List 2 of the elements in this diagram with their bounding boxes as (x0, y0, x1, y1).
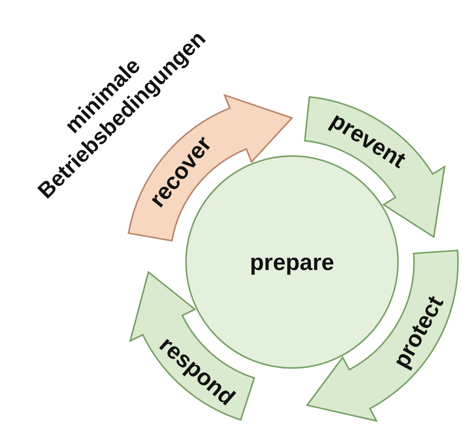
cycle-stage-shape (304, 96, 446, 238)
center-label: prepare (250, 249, 334, 275)
